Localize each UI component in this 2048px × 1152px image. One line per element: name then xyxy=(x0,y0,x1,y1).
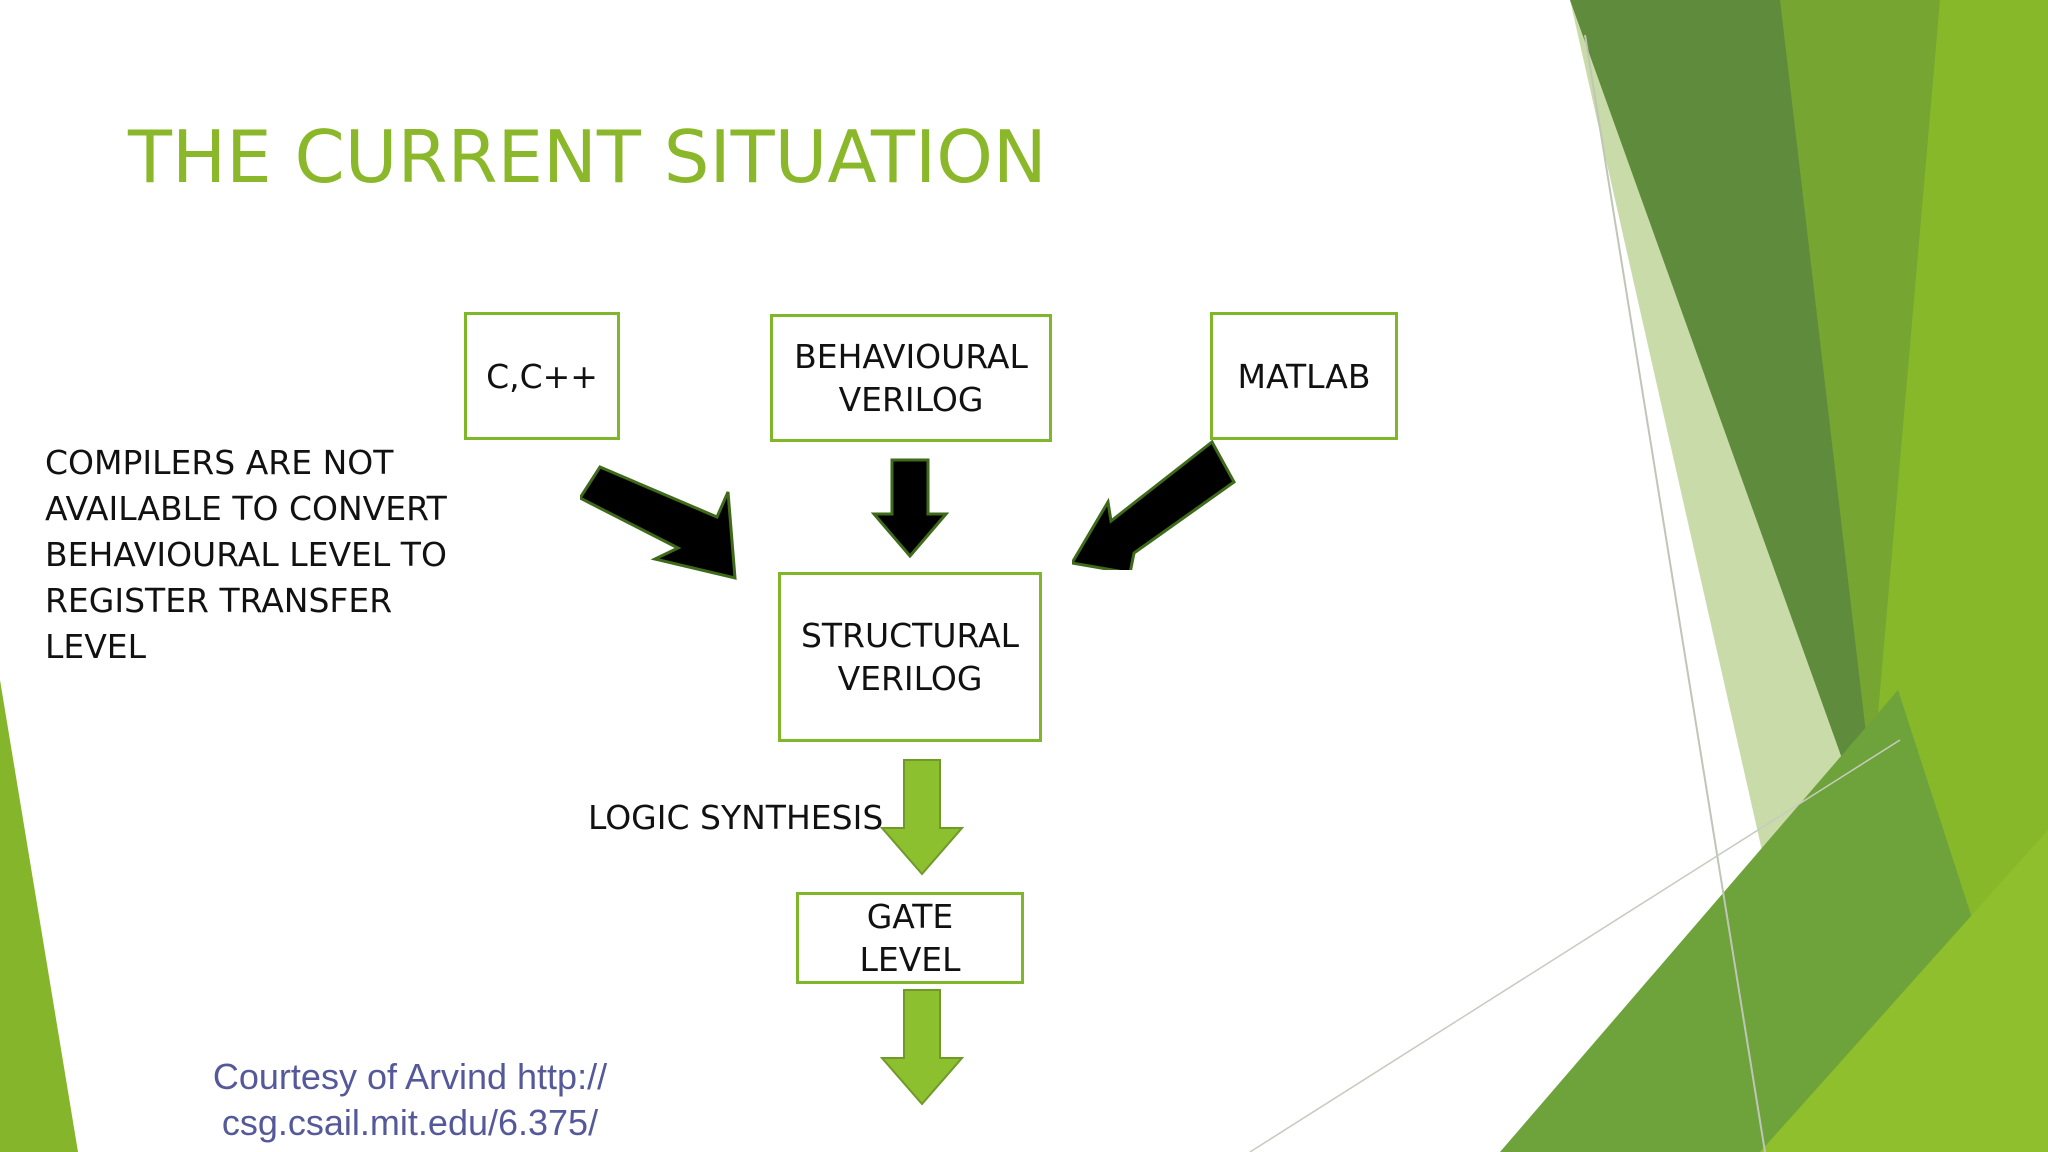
compiler-note: COMPILERS ARE NOT AVAILABLE TO CONVERT B… xyxy=(45,443,447,666)
arrow-synthesis xyxy=(880,759,964,876)
deco-shape-bottomright xyxy=(1760,830,2048,1152)
credit-text: Courtesy of Arvind http:// csg.csail.mit… xyxy=(212,1056,608,1143)
slide-title: THE CURRENT SITUATION xyxy=(128,115,1047,199)
box-behavioural-verilog: BEHAVIOURAL VERILOG xyxy=(770,314,1052,442)
box-c-cpp: C,C++ xyxy=(464,312,620,440)
arrow-behavioural-to-structural xyxy=(870,458,950,558)
logic-synthesis-label: LOGIC SYNTHESIS xyxy=(588,798,884,837)
deco-shape-left xyxy=(0,680,78,1152)
deco-line xyxy=(1249,739,1901,1152)
arrow-c-to-structural xyxy=(580,465,737,580)
deco-line xyxy=(1584,34,1766,1152)
box-structural-verilog: STRUCTURAL VERILOG xyxy=(778,572,1042,742)
arrow-gate-output xyxy=(880,989,964,1106)
box-gate-level: GATE LEVEL xyxy=(796,892,1024,984)
deco-shape-darkgreen xyxy=(1570,0,1882,870)
box-matlab: MATLAB xyxy=(1210,312,1398,440)
arrow-matlab-to-structural xyxy=(1072,440,1236,570)
